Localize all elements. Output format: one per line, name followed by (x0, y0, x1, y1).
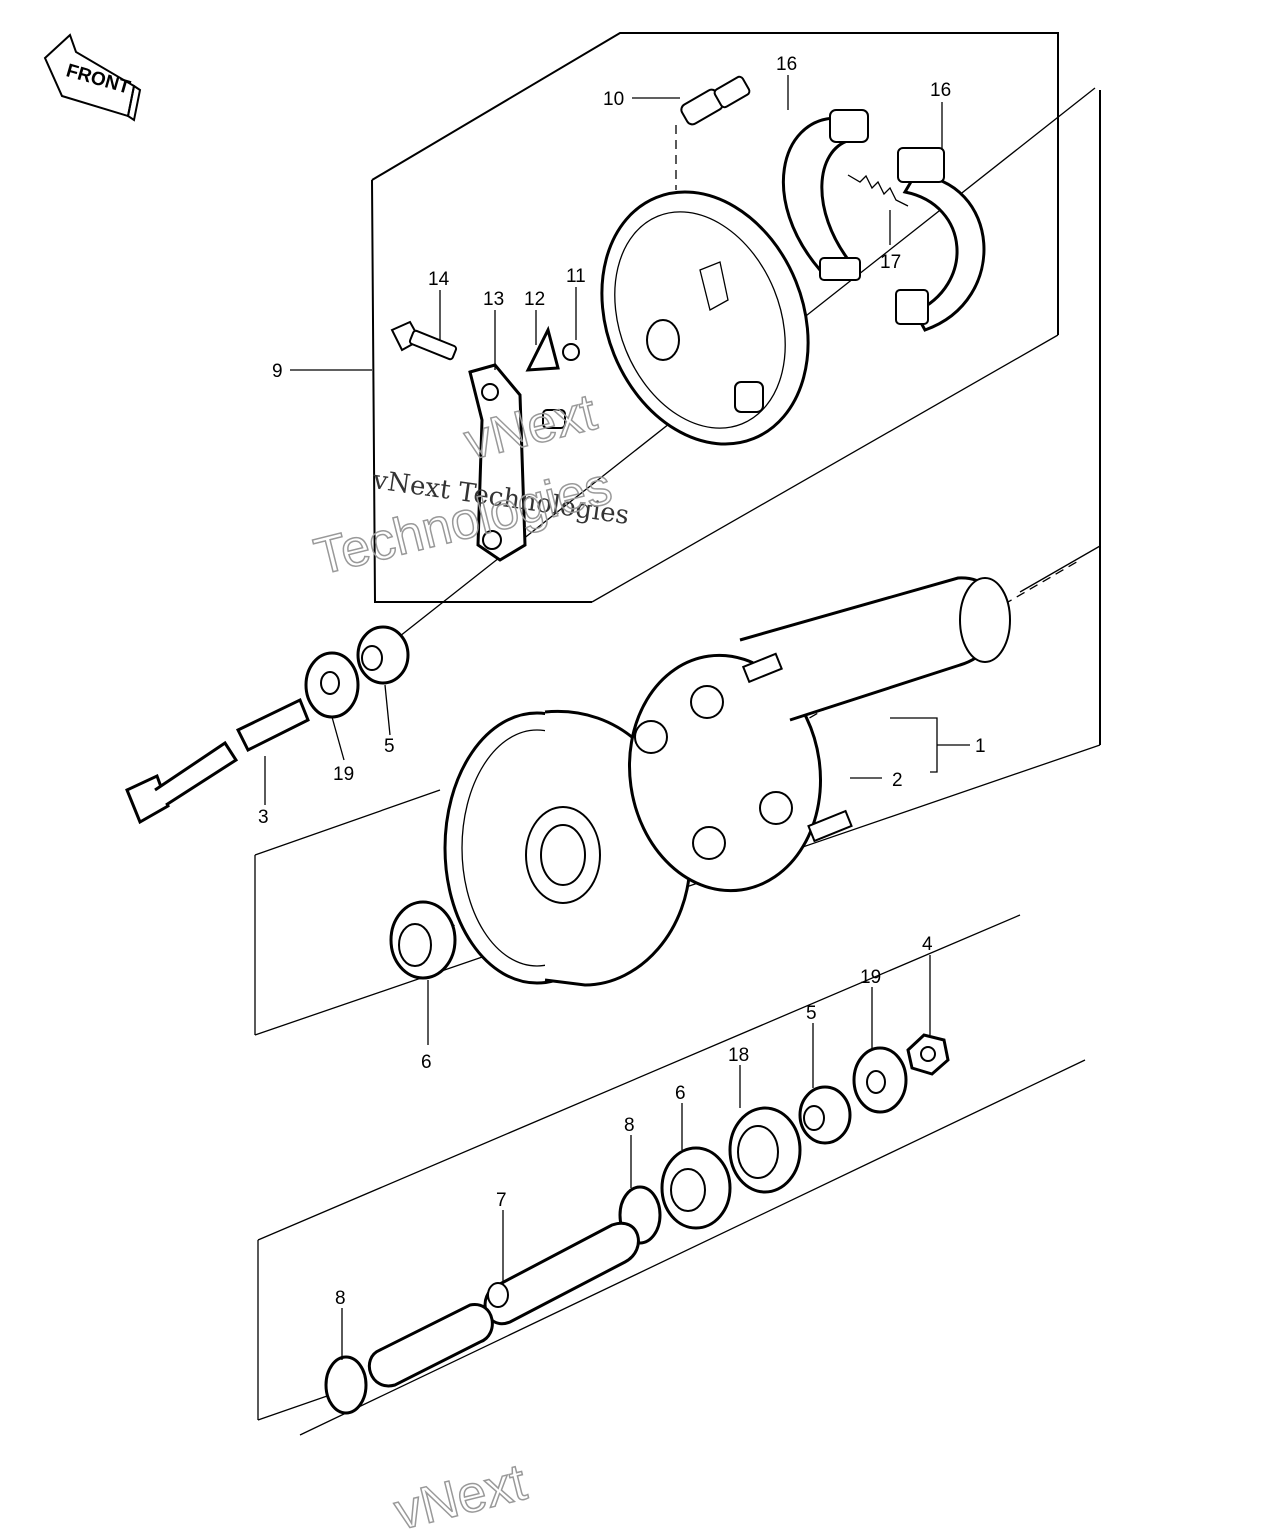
lever-bushing (542, 409, 566, 429)
callout-5-lower: 5 (806, 1003, 817, 1024)
washer-19-lower (852, 1046, 908, 1114)
wheel-hub (443, 576, 1011, 987)
callout-14: 14 (428, 269, 450, 290)
callout-10: 10 (603, 89, 624, 110)
callout-4: 4 (922, 934, 933, 955)
callout-18: 18 (728, 1045, 749, 1066)
hub-stud (741, 652, 853, 843)
callout-2: 2 (892, 770, 903, 791)
brake-shoe-left (781, 109, 869, 281)
callout-12: 12 (524, 289, 545, 310)
bearing-6-upper (389, 900, 457, 980)
callout-leaders (264, 75, 970, 1360)
brake-spring (847, 174, 909, 207)
callout-5-upper: 5 (384, 736, 395, 757)
cam-lever (468, 363, 527, 562)
callout-8-lower: 8 (335, 1288, 346, 1309)
distance-collar-left (367, 1303, 494, 1388)
watermark-outline-middle: Technologies (309, 457, 618, 587)
callout-1: 1 (975, 736, 986, 757)
bearing-6-lower (660, 1146, 732, 1230)
brake-cam (675, 75, 751, 190)
distance-collar-7 (483, 1221, 640, 1326)
axle-bolt (125, 697, 310, 825)
spacer-5-upper (356, 625, 410, 685)
oil-seal-18 (728, 1106, 802, 1194)
spacer-5-lower (798, 1085, 852, 1145)
callout-6-lower: 6 (675, 1083, 686, 1104)
cam-washer (562, 343, 580, 361)
callout-16-right: 16 (930, 80, 951, 101)
circlip-8-lower (324, 1355, 368, 1415)
callout-13: 13 (483, 289, 504, 310)
callout-8-upper: 8 (624, 1115, 635, 1136)
callout-17: 17 (880, 252, 901, 273)
washer-19-upper (304, 651, 360, 719)
callout-7: 7 (496, 1190, 507, 1211)
callout-11: 11 (566, 266, 586, 287)
front-arrow-icon: FRONT (43, 33, 142, 122)
callout-6-upper: 6 (421, 1052, 432, 1073)
indicator-plate (525, 325, 560, 372)
watermark-outline-bottom: vNext (389, 1453, 533, 1536)
brake-panel-frame (371, 32, 1059, 335)
brake-panel (600, 190, 810, 446)
callout-3: 3 (258, 807, 269, 828)
axle-nut-4 (906, 1033, 950, 1076)
callout-9: 9 (272, 361, 283, 382)
callout-19-lower: 19 (860, 967, 881, 988)
brake-shoe-right (895, 147, 986, 332)
callout-16-left: 16 (776, 54, 797, 75)
callout-19-upper: 19 (333, 764, 354, 785)
lever-bolt (390, 320, 458, 361)
